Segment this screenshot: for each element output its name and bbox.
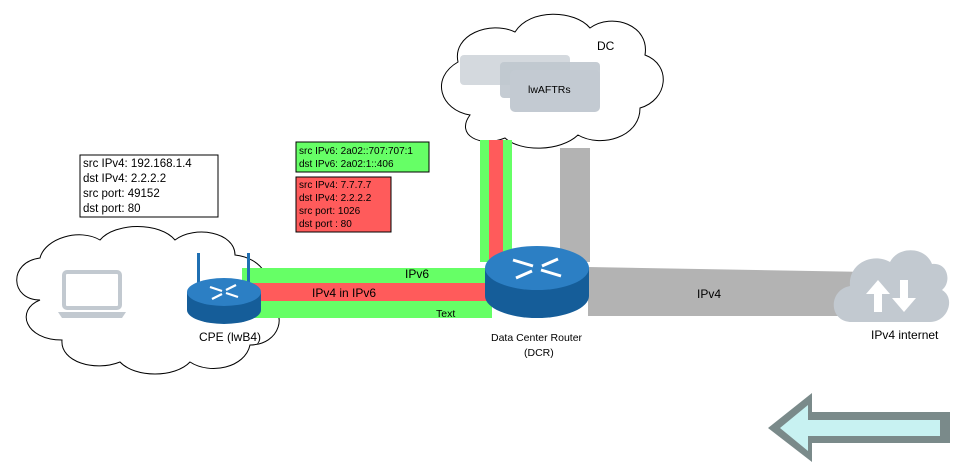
dcr-router-icon (485, 246, 589, 290)
cpe-packet-line-2: dst IPv4: 2.2.2.2 (83, 173, 166, 185)
cpe-router: CPE (lwB4) (187, 253, 261, 344)
cpe-packet-line-1: src IPv4: 192.168.1.4 (83, 158, 192, 170)
cpe-packet-line-3: src port: 49152 (83, 188, 160, 200)
ipv4-packet-line-3: src port: 1026 (299, 206, 361, 217)
ipv6-header-line-1: src IPv6: 2a02::707:707:1 (299, 146, 413, 157)
lwaftr-box-front (510, 70, 600, 112)
cpe-packet-box: src IPv4: 192.168.1.4 dst IPv4: 2.2.2.2 … (79, 154, 219, 218)
cpe-packet-line-4: dst port: 80 (83, 203, 141, 215)
lwaftrs-label: lwAFTRs (528, 84, 571, 96)
ipv4-link (588, 267, 870, 316)
ipv4-internet: IPv4 internet (833, 250, 950, 342)
tunnel-ipv4-inner (242, 283, 492, 301)
ipv4-link-label: IPv4 (697, 287, 721, 301)
ipv6-header-line-2: dst IPv6: 2a02:1::406 (299, 159, 394, 170)
router-icon (187, 278, 261, 306)
dcr-label-line1: Data Center Router (491, 332, 583, 344)
cpe-label: CPE (lwB4) (199, 330, 261, 344)
ipv4-internet-label: IPv4 internet (871, 328, 939, 342)
vertical-ipv4-link (560, 148, 590, 262)
dcr-label-line2: (DCR) (524, 347, 554, 359)
ipv4-in-ipv6-label: IPv4 in IPv6 (312, 286, 376, 300)
tunnel-ipv4-packet-box: src IPv4: 7.7.7.7 dst IPv4: 2.2.2.2 src … (295, 176, 392, 233)
dc-cloud: DC lwAFTRs (440, 13, 664, 149)
tunnel-ipv6-header-box: src IPv6: 2a02::707:707:1 dst IPv6: 2a02… (295, 141, 430, 173)
dc-router: Data Center Router (DCR) (485, 246, 589, 359)
ipv4-packet-line-4: dst port : 80 (299, 219, 352, 230)
vertical-tunnel-red (489, 140, 503, 262)
arrow-left-icon (768, 393, 950, 462)
laptop-icon (58, 270, 126, 318)
ipv6-label: IPv6 (405, 267, 429, 281)
text-label: Text (436, 308, 455, 320)
cpe-antenna-right (247, 253, 250, 283)
cpe-antenna-left (197, 253, 200, 283)
ipv4-packet-line-1: src IPv4: 7.7.7.7 (299, 180, 372, 191)
ipv4-packet-line-2: dst IPv4: 2.2.2.2 (299, 193, 372, 204)
cloud-upload-download-icon (833, 250, 950, 322)
dc-label: DC (597, 39, 615, 53)
